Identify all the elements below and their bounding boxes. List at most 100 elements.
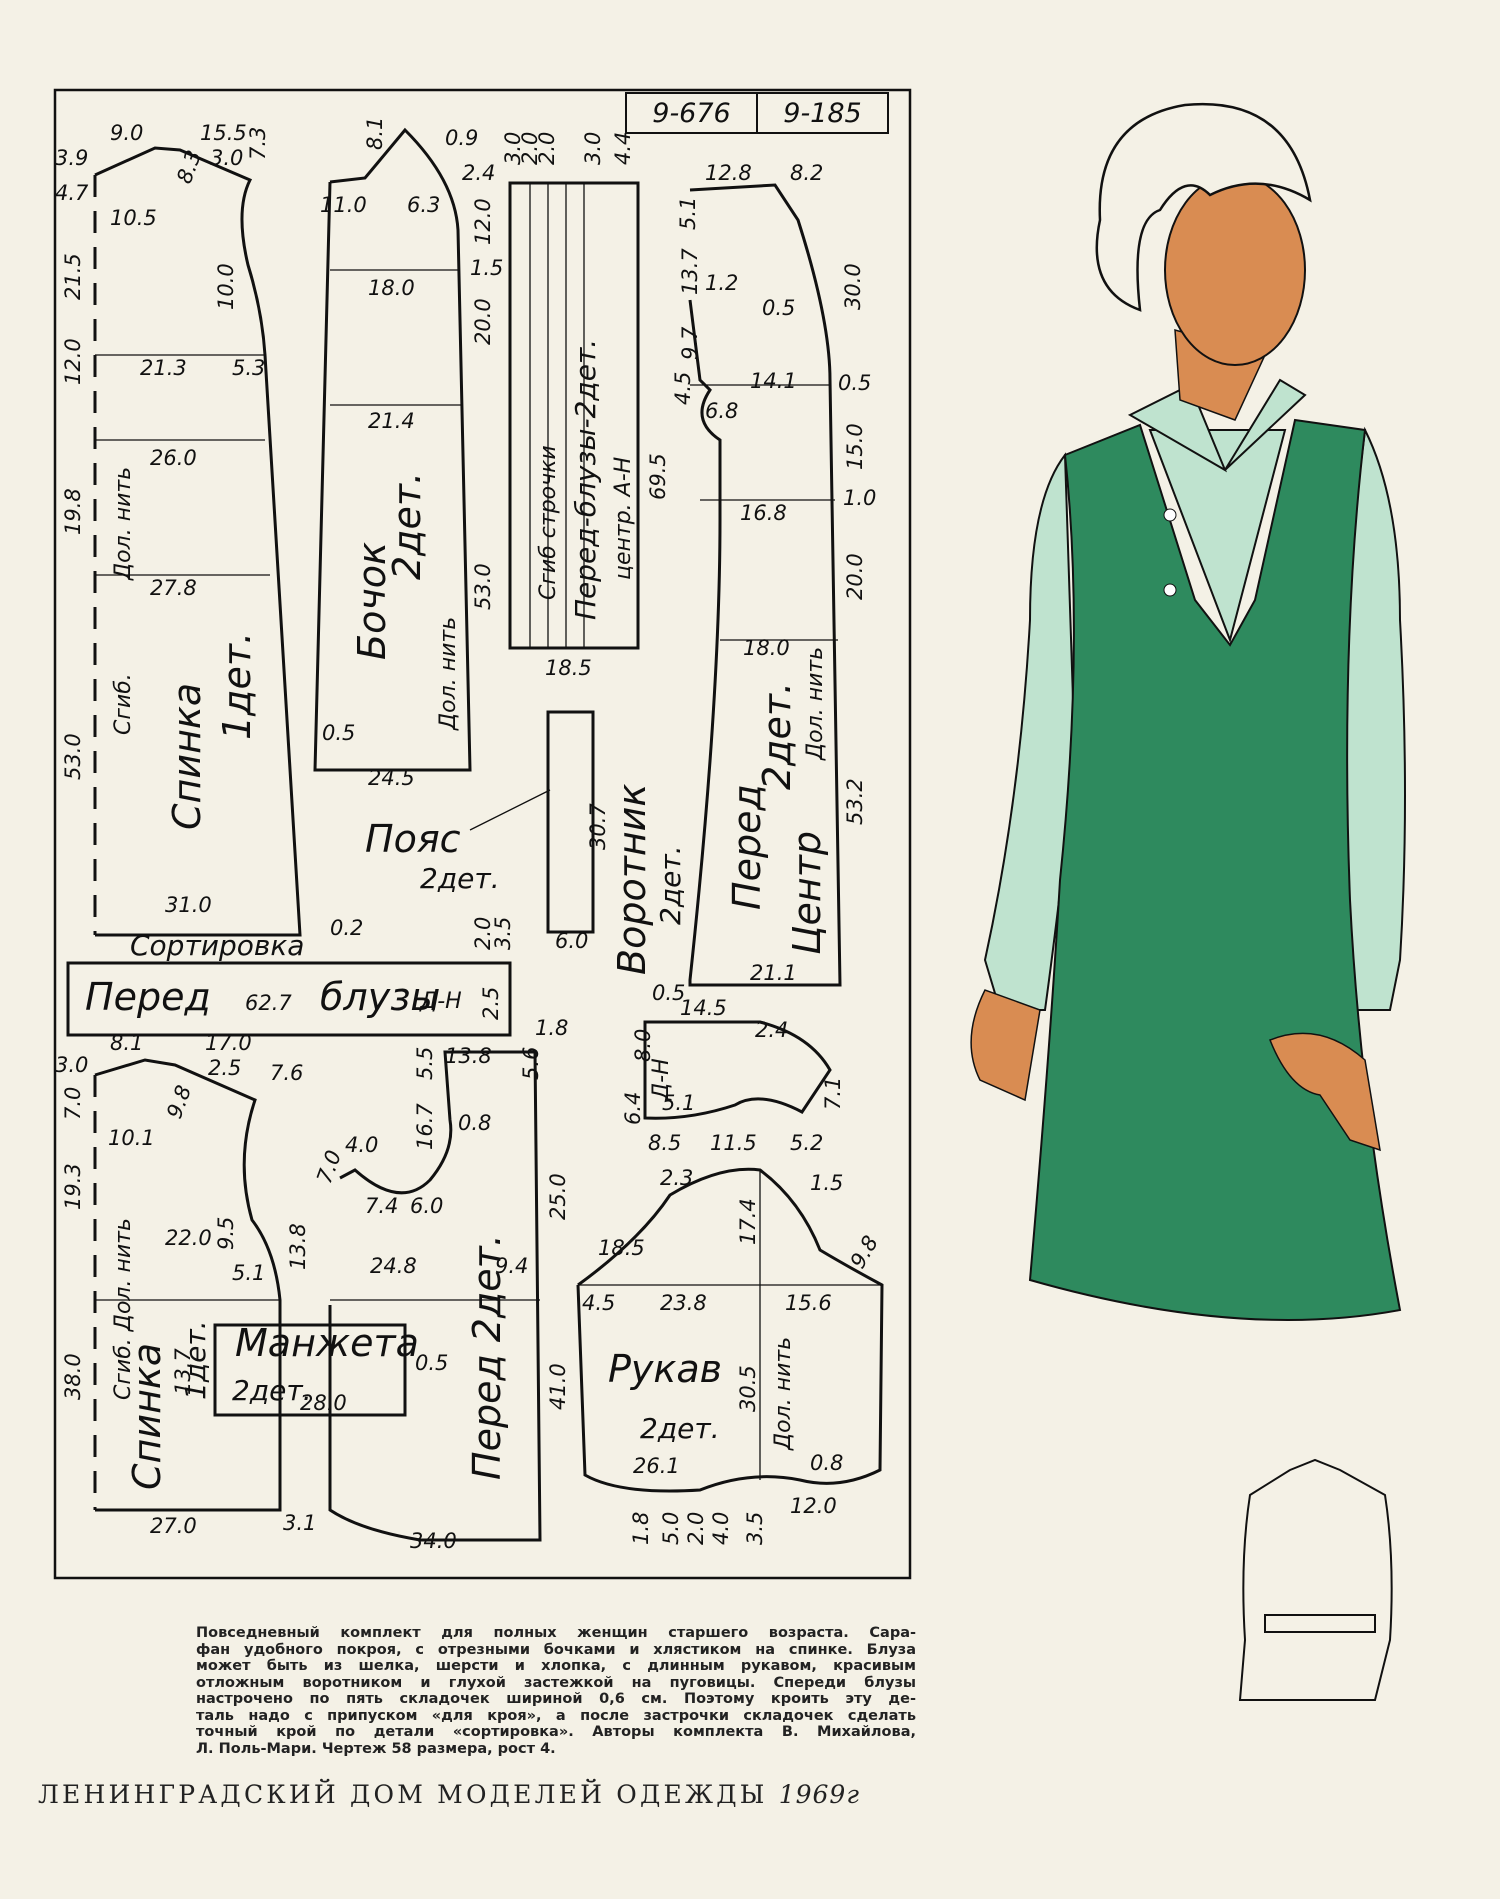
blouse-back-fold: Сгиб. Дол. нить	[111, 1218, 136, 1400]
dim-side: 24.5	[368, 766, 415, 790]
blouse-center: центр. А-Н	[611, 457, 636, 580]
dim-blouse-back: 7.0	[61, 1087, 85, 1120]
caption-line: Л. Поль-Мари. Чертеж 58 размера, рост 4.	[196, 1740, 556, 1757]
dim-collar: 11.5	[710, 1131, 757, 1155]
belt-outline	[546, 710, 595, 934]
dim-collar: 6.4	[621, 1092, 645, 1125]
dim-blouse-back: 19.3	[61, 1163, 85, 1210]
blouse-front-piece-outline	[328, 1050, 542, 1542]
dim-blouse-front-piece: 9.4	[495, 1254, 528, 1278]
dim-collar: 0.5	[652, 981, 685, 1005]
caption-text: Повседневный комплект для полных женщин …	[196, 1625, 916, 1757]
blouse-back-title: Спинка	[125, 1343, 169, 1490]
caption-line: отложным воротником и глухой застежкой н…	[196, 1674, 916, 1691]
caption-line: может быть из шелка, шерсти и хлопка, с …	[196, 1658, 916, 1674]
dim-front: 20.0	[843, 553, 867, 600]
dim-front: 18.0	[743, 636, 790, 660]
dim-blouse-front-piece: 25.0	[546, 1173, 570, 1220]
front-title: Перед	[725, 784, 769, 910]
dim-front: 0.5	[762, 296, 795, 320]
back-fold: Сгиб.	[111, 673, 136, 735]
dim-blouse-back: 3.1	[283, 1511, 316, 1535]
cuff-outline	[213, 1323, 407, 1417]
dim-side: 20.0	[471, 298, 495, 345]
dim-front: 1.0	[843, 486, 876, 510]
dim-sleeve: 18.5	[598, 1236, 645, 1260]
dim-blouse-front: 18.5	[545, 656, 592, 680]
sort-mark: Д-Н	[419, 989, 462, 1014]
dim-sleeve: 0.8	[810, 1451, 843, 1475]
dim-blouse-front-piece: 1.8	[535, 1016, 568, 1040]
dim-back: 5.3	[232, 356, 265, 380]
caption-line: настрочено по пять складочек шириной 0,6…	[196, 1691, 916, 1707]
dim-front: 8.2	[790, 161, 823, 185]
dim-collar: 8.5	[648, 1131, 681, 1155]
dim-blouse-front-piece: 34.0	[410, 1529, 457, 1553]
dim-back: 7.3	[246, 127, 270, 160]
blouse-back-outline	[94, 1058, 282, 1512]
dim-sort: 62.7	[245, 991, 292, 1015]
dress-body	[1028, 418, 1402, 1321]
dim-front: 4.5	[671, 372, 695, 405]
dim-back: 19.8	[61, 488, 85, 535]
dim-sleeve: 3.5	[743, 1512, 767, 1545]
footer: ЛЕНИНГРАДСКИЙ ДОМ МОДЕЛЕЙ ОДЕЖДЫ 1969г	[38, 1780, 860, 1809]
dim-cuff: 0.5	[415, 1351, 448, 1375]
front-grain: Дол. нить	[803, 647, 828, 761]
dim-blouse-back: 13.8	[286, 1223, 310, 1270]
side-title: Бочок	[350, 542, 394, 660]
dim-blouse-front: 4.4	[611, 132, 635, 165]
dim-side: 6.3	[407, 193, 440, 217]
dim-front: 21.1	[750, 961, 797, 985]
dim-blouse-front: 2.0	[518, 132, 542, 165]
dim-side: 1.5	[470, 256, 503, 280]
back-title: Спинка	[165, 683, 209, 830]
dim-belt: 6.0	[555, 929, 588, 953]
caption-line: Повседневный комплект для полных женщин …	[196, 1625, 916, 1641]
cuff-count: 2дет.	[232, 1374, 312, 1407]
dim-back: 12.0	[61, 338, 85, 385]
sleeve-grain: Дол. нить	[771, 1337, 796, 1451]
dim-side: 21.4	[368, 409, 415, 433]
dim-back: 21.5	[61, 253, 85, 300]
caption-line: таль надо с припуском «для кроя», а посл…	[196, 1707, 916, 1724]
footer-year: 1969г	[778, 1780, 860, 1809]
dim-sort: 2.5	[479, 987, 503, 1020]
dim-blouse-front: 2.0	[535, 132, 559, 165]
dim-sleeve: 2.0	[684, 1512, 708, 1545]
dim-front: 1.2	[705, 271, 738, 295]
dim-blouse-back: 38.0	[61, 1353, 85, 1400]
blouse-front-title: Перед 2дет.	[465, 1234, 509, 1480]
dim-blouse-front-piece: 4.0	[345, 1133, 378, 1157]
back-view-sketch	[1238, 1458, 1393, 1701]
dim-collar: 2.4	[755, 1018, 788, 1042]
dim-blouse-front-piece: 41.0	[546, 1363, 570, 1410]
back-grain: Дол. нить	[111, 467, 136, 581]
collar-mark: Д-Н	[649, 1058, 674, 1101]
dim-front: 15.0	[843, 423, 867, 470]
model-illustration	[970, 102, 1406, 1701]
dim-front: 12.8	[705, 161, 752, 185]
caption-line: точный крой по детали «сортировка». Авто…	[196, 1724, 916, 1740]
side-grain: Дол. нить	[436, 617, 461, 731]
dim-front: 0.5	[838, 371, 871, 395]
side-count: 2дет.	[385, 472, 429, 580]
sort-title: Сортировка	[130, 929, 304, 962]
collar-outline	[643, 1020, 832, 1120]
dim-sort: 2.0	[471, 917, 495, 950]
dim-blouse-front-piece: 0.8	[458, 1111, 491, 1135]
blouse-fold: Сгиб строчки	[536, 445, 561, 600]
dim-side: 8.1	[363, 117, 387, 150]
dim-side: 12.0	[471, 198, 495, 245]
front-count: 2дет.	[755, 682, 799, 790]
dim-front: 14.1	[750, 369, 797, 393]
face	[1164, 174, 1306, 366]
front-piece-outline	[688, 183, 842, 987]
sort-piece-end: блузы	[320, 975, 440, 1019]
dim-blouse-front: 3.0	[581, 132, 605, 165]
dim-blouse-front: 3.0	[501, 132, 525, 165]
hair	[1095, 102, 1312, 312]
